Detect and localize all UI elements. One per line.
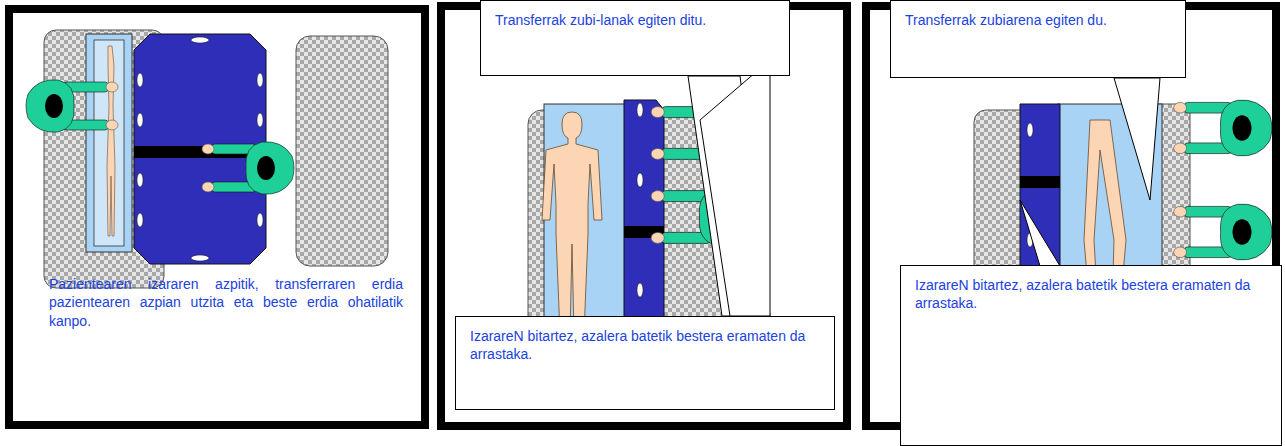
caption-text: IzarareN bitartez, azalera batetik beste… bbox=[915, 276, 1267, 313]
caption-text: IzarareN bitartez, azalera batetik beste… bbox=[470, 327, 820, 364]
speech-box: Transferrak zubiarena egiten du. bbox=[890, 0, 1186, 78]
caption-box: IzarareN bitartez, azalera batetik beste… bbox=[455, 316, 835, 410]
speech-box: Transferrak zubi-lanak egiten ditu. bbox=[480, 0, 790, 76]
caption-box: IzarareN bitartez, azalera batetik beste… bbox=[900, 265, 1282, 446]
caption-text: Transferrak zubi-lanak egiten ditu. bbox=[495, 11, 775, 29]
caption-text: Pazientearen izararen azpitik, transferr… bbox=[49, 275, 403, 330]
comic-panel: Pazientearen izararen azpitik, transferr… bbox=[5, 5, 429, 429]
caption-text: Transferrak zubiarena egiten du. bbox=[905, 11, 1171, 29]
